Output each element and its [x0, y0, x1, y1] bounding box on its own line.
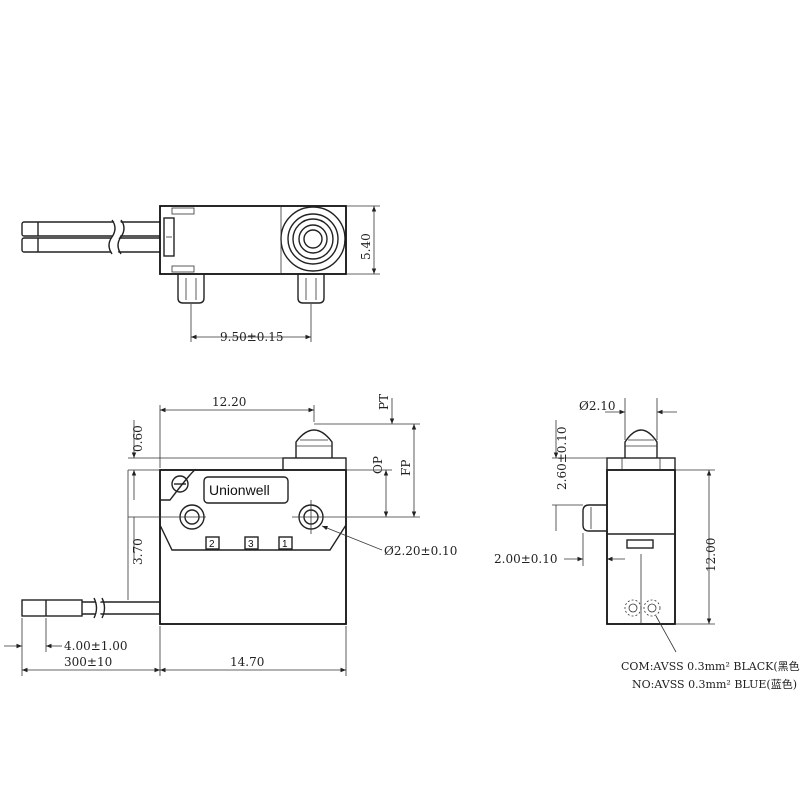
side-view-boss — [582, 504, 607, 532]
dim-front-length: 12.20 — [212, 395, 246, 409]
dim-front-pt-height: 0.60 — [131, 425, 145, 452]
terminal-1: 1 — [282, 539, 288, 550]
wire-label-com: COM:AVSS 0.3mm² BLACK(黑色) — [621, 659, 800, 673]
top-view-wires — [21, 218, 163, 256]
brand-box — [203, 476, 289, 504]
dim-plunger-height: 2.60±0.10 — [555, 427, 569, 491]
front-view-lead-wire — [21, 597, 160, 619]
label-op: OP — [371, 456, 385, 474]
dim-hole-diameter: Ø2.20±0.10 — [384, 544, 457, 558]
front-view-body — [159, 469, 347, 625]
dim-body-length: 14.70 — [230, 655, 264, 669]
front-view: Unionwell 2 3 1 — [4, 394, 457, 676]
front-view-screw — [171, 475, 189, 493]
wire-label-no: NO:AVSS 0.3mm² BLUE(蓝色) — [632, 677, 797, 691]
dim-total-height: 12.00 — [704, 538, 718, 572]
mounting-hole-left — [178, 504, 206, 530]
label-fp: FP — [399, 460, 413, 476]
dim-side-boss: 2.00±0.10 — [494, 552, 558, 566]
dim-lead-length: 300±10 — [64, 655, 112, 669]
mounting-hole-right — [292, 500, 336, 534]
top-view: 9.50±0.15 5.40 — [21, 205, 380, 344]
side-view-wire-ends — [624, 599, 661, 617]
brand-label: Unionwell — [209, 482, 270, 498]
front-view-plunger — [295, 429, 333, 458]
label-pt: PT — [377, 394, 391, 410]
dim-plunger-diameter: Ø2.10 — [579, 399, 616, 413]
dim-top-height: 5.40 — [359, 233, 373, 260]
terminal-3: 3 — [248, 539, 254, 550]
top-view-body — [159, 205, 347, 275]
top-view-bosses — [177, 274, 325, 304]
side-view: Ø2.10 2.60±0.10 2.00±0.10 12.00 COM:AVSS… — [494, 398, 800, 691]
top-view-plunger — [280, 206, 346, 274]
terminal-2: 2 — [209, 539, 215, 550]
dim-top-width: 9.50±0.15 — [220, 330, 284, 344]
side-view-plunger — [624, 429, 658, 458]
dim-front-hole-offset: 3.70 — [131, 538, 145, 565]
dim-lead-strip: 4.00±1.00 — [64, 639, 128, 653]
